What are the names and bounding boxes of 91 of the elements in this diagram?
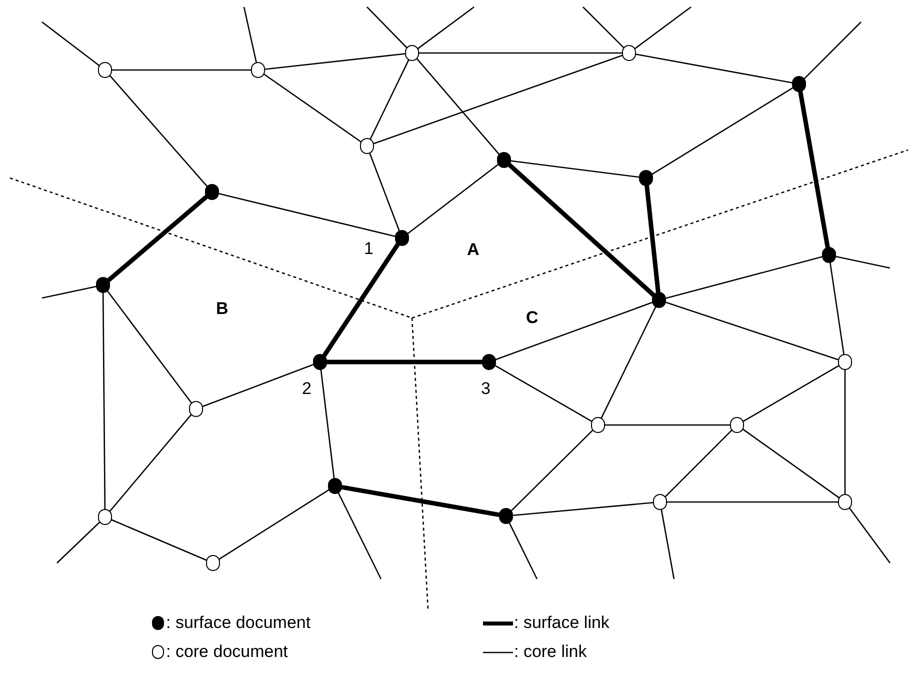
core-link [605, 424, 730, 426]
core-link [419, 52, 622, 54]
core-link [368, 152, 400, 232]
core-link [407, 164, 499, 234]
legend-text: : surface document [166, 613, 311, 633]
core-document-node [838, 354, 852, 370]
core-document-node [98, 509, 112, 525]
surface-document-node [96, 277, 110, 293]
core-link [844, 369, 846, 495]
core-link [366, 6, 408, 48]
core-link [495, 302, 653, 360]
core-link [667, 501, 838, 503]
legend-text: : core link [514, 642, 587, 662]
surface-document-node [792, 76, 806, 92]
core-link [416, 58, 500, 156]
surface-document-node [639, 170, 653, 186]
core-link [112, 69, 251, 71]
core-document-node [360, 138, 374, 154]
core-link [836, 256, 890, 269]
core-link [202, 364, 314, 408]
core-link [666, 256, 822, 299]
core-link [263, 73, 362, 143]
surface-document-node [328, 478, 342, 494]
core-link [417, 6, 474, 50]
node-number: 2 [302, 380, 312, 397]
core-link [111, 519, 207, 561]
core-link [56, 521, 100, 564]
core-link [634, 6, 692, 50]
surface-document-node [497, 152, 511, 168]
region-label: C [526, 309, 538, 326]
core-document-node [206, 555, 220, 571]
surface-document-node [822, 247, 836, 263]
core-link [582, 6, 624, 48]
core-link [106, 290, 192, 404]
surface-document-node [313, 354, 327, 370]
core-link [508, 522, 538, 580]
surface-link [644, 184, 660, 294]
surface-link [322, 242, 400, 358]
core-link [636, 54, 792, 84]
core-link [510, 160, 640, 178]
core-link [102, 292, 106, 510]
core-link [320, 368, 335, 480]
core-link [742, 428, 840, 498]
surface-link [327, 360, 482, 364]
core-link [243, 6, 258, 64]
core-link [369, 59, 410, 140]
core-link [264, 53, 406, 70]
core-link [600, 306, 657, 419]
surface-link [508, 163, 656, 297]
core-link [510, 429, 594, 512]
core-link [664, 430, 732, 498]
core-link [109, 74, 208, 188]
core-link [218, 489, 330, 560]
core-link [665, 302, 839, 360]
region-label: B [216, 300, 228, 317]
core-document-node [189, 401, 203, 417]
surface-document-node [205, 184, 219, 200]
core-document-node [622, 45, 636, 61]
core-document-node [653, 494, 667, 510]
core-link [804, 22, 862, 80]
core-link [109, 414, 192, 512]
core-link [660, 508, 675, 580]
node-number: 1 [364, 240, 374, 257]
legend-text: : surface link [514, 613, 610, 633]
core-link [373, 54, 623, 144]
core-link [848, 507, 891, 564]
surface-link [106, 194, 208, 282]
core-document-node [838, 494, 852, 510]
node-number: 3 [481, 380, 490, 397]
surface-document-node [482, 354, 496, 370]
legend-text: : core document [166, 642, 288, 662]
surface-link [798, 90, 830, 248]
surface-document-node [499, 508, 513, 524]
core-link [512, 502, 654, 516]
core-link [494, 364, 592, 422]
core-link [829, 262, 845, 356]
core-link [338, 492, 382, 580]
core-link [218, 193, 396, 237]
core-document-node [251, 62, 265, 78]
core-link [742, 364, 840, 422]
surface-link [342, 485, 500, 517]
core-link [42, 286, 96, 299]
core-link [42, 21, 100, 66]
core-document-node [98, 62, 112, 78]
region-label: A [467, 241, 480, 258]
surface-document-node [652, 292, 666, 308]
core-document-node [730, 417, 744, 433]
core-document-node [405, 45, 419, 61]
core-document-node [591, 417, 605, 433]
core-link [652, 87, 794, 175]
surface-document-node [395, 230, 409, 246]
